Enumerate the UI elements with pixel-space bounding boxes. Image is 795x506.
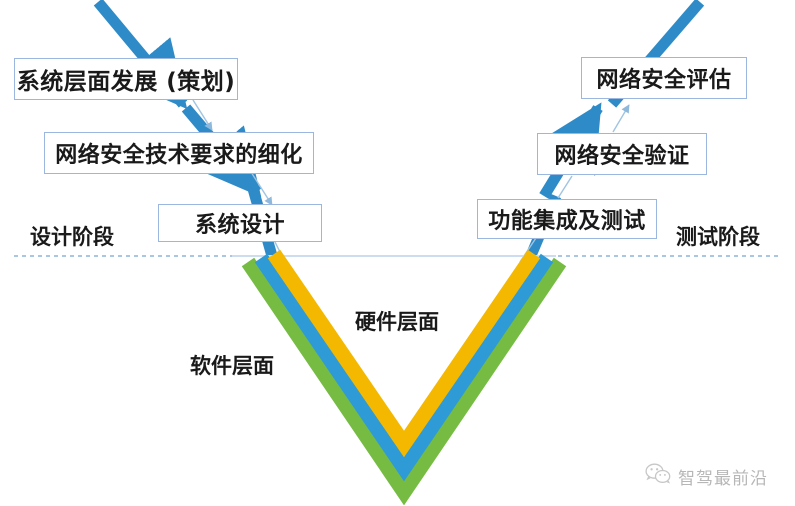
process-box-label: 网络安全评估 <box>596 68 732 93</box>
v-band-middle-blue <box>254 253 554 482</box>
layer-label-software: 软件层面 <box>190 354 274 378</box>
process-box-cybersecurity-assessment[interactable]: 网络安全评估 <box>581 57 747 99</box>
process-box-system-level-development[interactable]: 系统层面发展 (策划) <box>14 58 238 100</box>
watermark: 智驾最前沿 <box>645 463 768 489</box>
process-box-label: 系统层面发展 (策划) <box>16 69 236 95</box>
left-thin-arrow-segment-2 <box>250 171 273 206</box>
left-thin-arrow-segment-1 <box>192 99 213 131</box>
right-thin-arrow-segment-3 <box>612 104 630 133</box>
phase-label-test: 测试阶段 <box>676 225 760 249</box>
process-box-cybersecurity-requirements-refinement[interactable]: 网络安全技术要求的细化 <box>44 132 314 174</box>
process-box-cybersecurity-validation[interactable]: 网络安全验证 <box>537 133 707 175</box>
v-band-hardware-yellow <box>267 249 541 458</box>
phase-label-design: 设计阶段 <box>30 225 114 249</box>
process-box-system-design[interactable]: 系统设计 <box>158 204 322 242</box>
process-box-label: 功能集成及测试 <box>488 209 646 234</box>
watermark-text: 智驾最前沿 <box>678 468 768 489</box>
v-band-software-green <box>241 257 567 506</box>
process-box-functional-integration-and-testing[interactable]: 功能集成及测试 <box>477 199 657 239</box>
right-thin-arrow-segment-2 <box>557 175 573 199</box>
process-box-label: 网络安全验证 <box>554 144 690 169</box>
layer-label-hardware: 硬件层面 <box>355 310 439 334</box>
wechat-icon <box>645 463 671 489</box>
process-box-label: 网络安全技术要求的细化 <box>55 143 303 168</box>
process-box-label: 系统设计 <box>194 213 285 238</box>
